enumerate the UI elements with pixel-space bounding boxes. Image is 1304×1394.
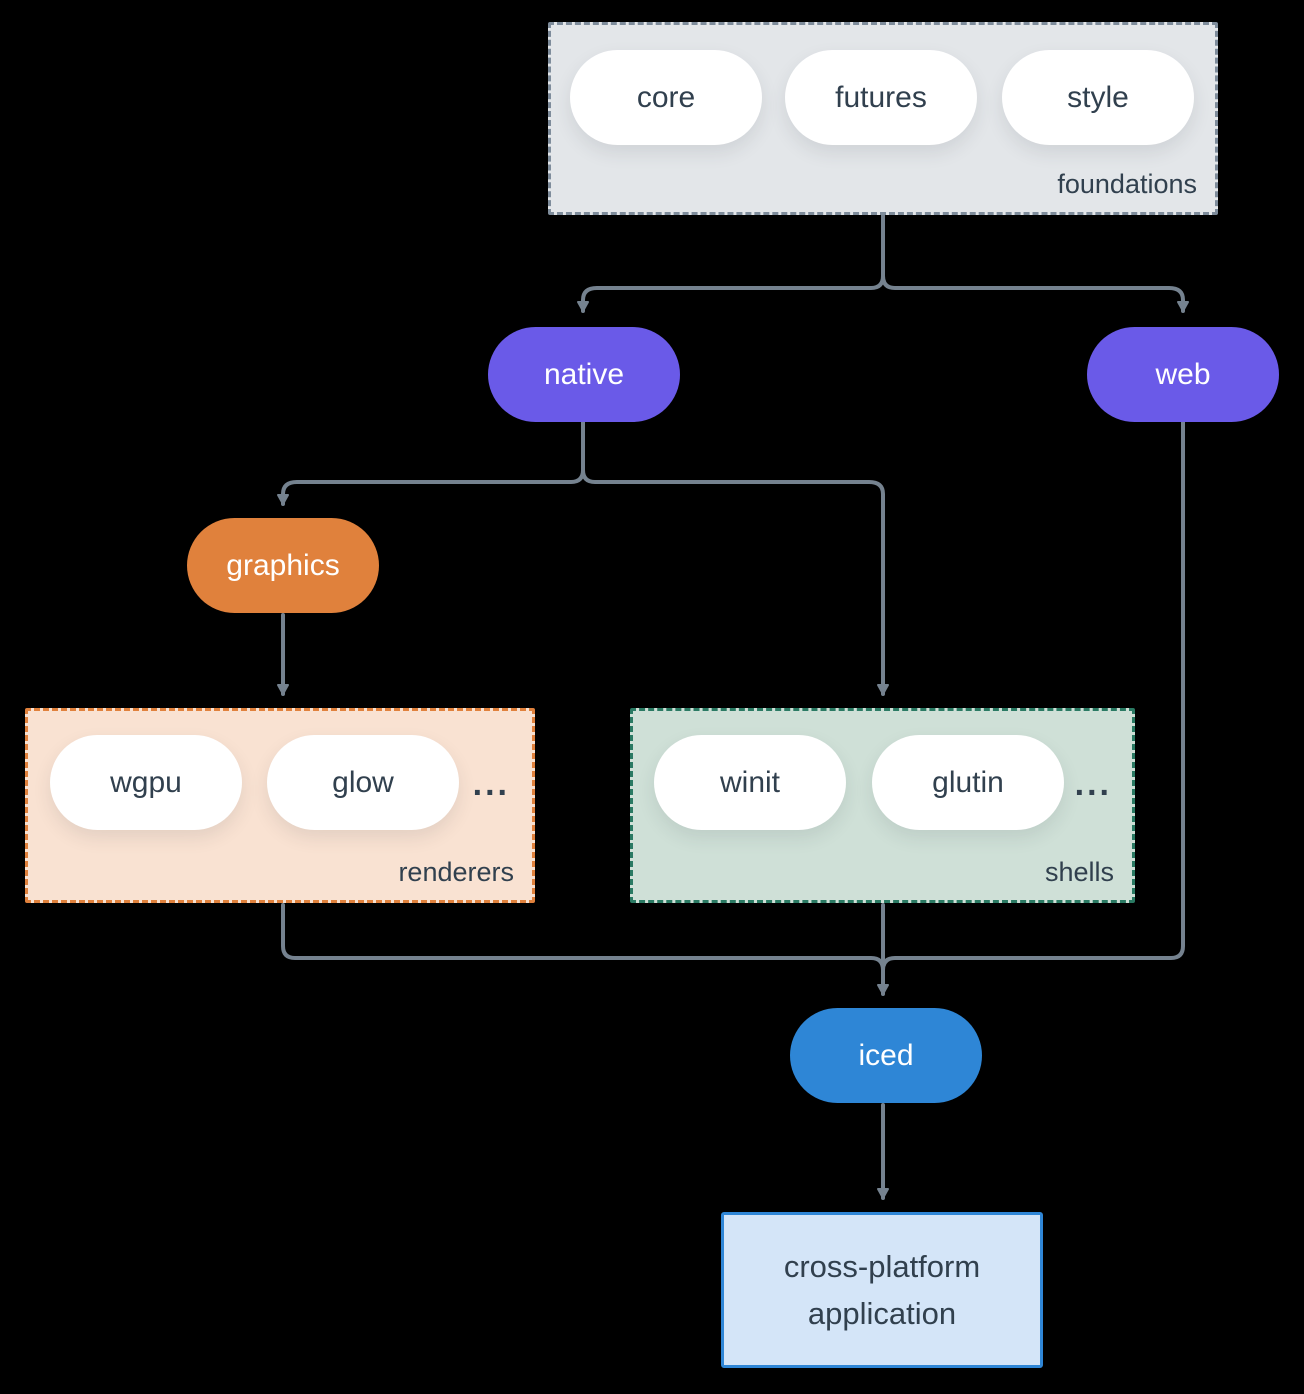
edge-foundations-web: [881, 274, 1189, 313]
node-graphics: graphics: [187, 518, 379, 613]
pill-futures: futures: [785, 50, 977, 145]
foundations-label: foundations: [1057, 169, 1197, 199]
node-iced: iced: [790, 1008, 982, 1103]
pill-style: style: [1002, 50, 1194, 145]
shells-group: winit glutin ... shells: [630, 708, 1135, 903]
pill-style-label: style: [1067, 80, 1129, 114]
application-label-line1: cross-platform: [783, 1249, 981, 1284]
edge-foundations-native: [577, 213, 885, 313]
pill-wgpu: wgpu: [50, 735, 242, 830]
foundations-group: core futures style foundations: [548, 22, 1218, 215]
pill-glow-label: glow: [332, 765, 394, 799]
pill-winit-label: winit: [719, 765, 780, 799]
node-iced-label: iced: [858, 1038, 914, 1072]
pill-core-label: core: [636, 80, 696, 114]
application-label-line2: application: [807, 1296, 957, 1331]
pill-wgpu-label: wgpu: [110, 765, 182, 799]
pill-futures-label: futures: [835, 80, 927, 114]
renderers-label: renderers: [398, 857, 514, 887]
node-native: native: [488, 327, 680, 422]
shells-ellipsis: ...: [1074, 765, 1112, 803]
renderers-ellipsis: ...: [472, 765, 510, 803]
pill-winit: winit: [654, 735, 846, 830]
edge-renderers-merge: [281, 903, 885, 972]
shells-label: shells: [1044, 857, 1114, 887]
node-graphics-label: graphics: [226, 548, 340, 582]
edge-native-graphics: [277, 420, 585, 506]
pill-glutin-label: glutin: [932, 765, 1004, 799]
node-web-label: web: [1155, 357, 1211, 391]
pill-glutin: glutin: [872, 735, 1064, 830]
node-web: web: [1087, 327, 1279, 422]
node-native-label: native: [543, 357, 625, 391]
pill-glow: glow: [267, 735, 459, 830]
edge-native-shells: [581, 468, 889, 696]
application-box: cross-platform application: [721, 1212, 1043, 1368]
pill-core: core: [570, 50, 762, 145]
renderers-group: wgpu glow ... renderers: [25, 708, 535, 903]
